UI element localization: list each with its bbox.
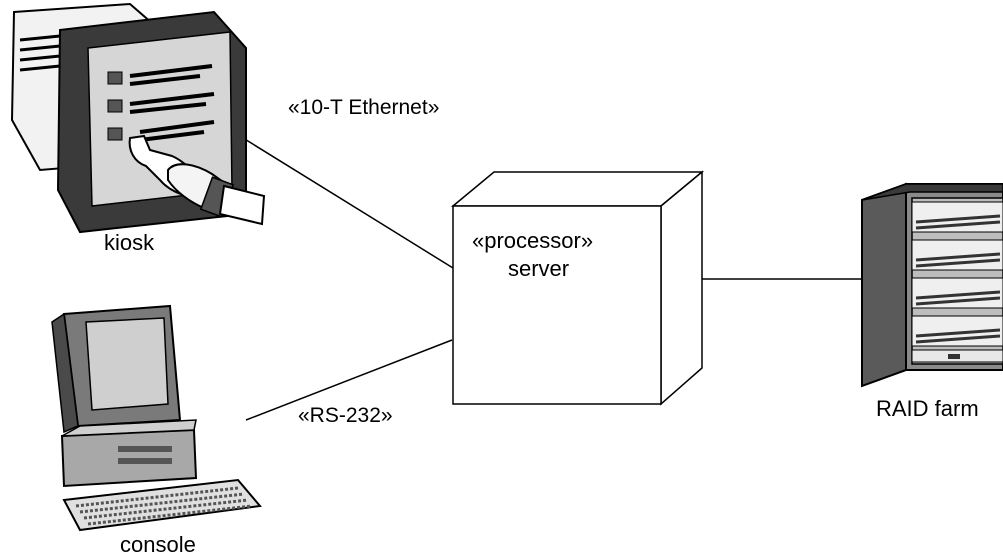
server-label: server — [508, 256, 570, 281]
rs232-connection-label: «RS-232» — [298, 404, 393, 427]
ethernet-connection-label: «10-T Ethernet» — [288, 96, 440, 119]
server-node — [450, 170, 705, 406]
kiosk-touchscreen-icon — [10, 2, 266, 234]
desktop-computer-icon — [51, 304, 262, 532]
server-rack-icon — [861, 182, 1003, 388]
connector-kiosk-server — [242, 137, 454, 269]
connector-console-server — [245, 339, 453, 421]
server-stereotype-label: «processor» — [472, 228, 594, 253]
raid-farm-label: RAID farm — [876, 396, 979, 421]
kiosk-label: kiosk — [104, 230, 155, 255]
console-label: console — [120, 532, 196, 557]
